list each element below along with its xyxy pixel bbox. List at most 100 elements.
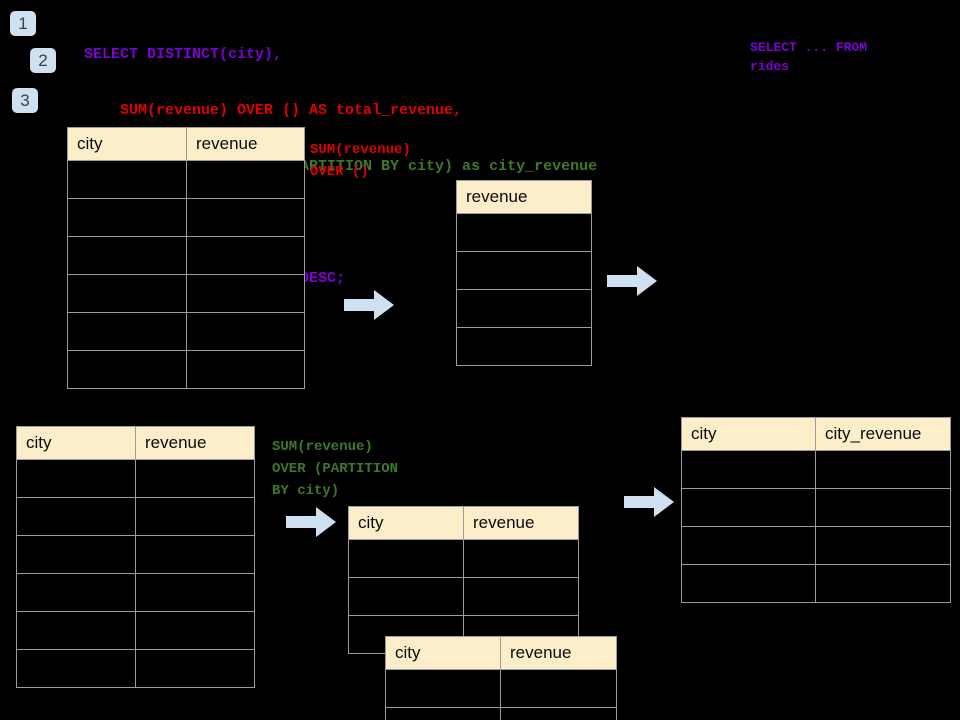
table-row [385,669,617,708]
table-body [67,160,305,389]
rides-source-table: city revenue [67,127,305,389]
table-cell [16,611,136,650]
table-row [456,327,592,366]
arrow-partition-to-result [624,487,674,517]
table-header-row: city revenue [385,636,617,670]
table-row [16,459,255,498]
annotation-select-from: SELECT ... FROM rides [750,40,868,74]
table-cell [67,198,187,237]
table-row [67,198,305,237]
sql-line-select: SELECT DISTINCT(city), [84,46,283,63]
table-cell [16,459,136,498]
table-cell [16,535,136,574]
table-row [16,611,255,650]
table-cell [681,488,816,527]
final-result-table: city city_revenue [681,417,951,603]
table-cell [456,251,592,290]
table-cell [456,327,592,366]
table-cell [500,669,617,708]
table-row [16,497,255,536]
table-row [681,488,951,527]
table-cell [681,564,816,603]
step-badge-1: 1 [10,11,36,36]
table-body [681,450,951,603]
table-cell [135,459,255,498]
column-header-revenue: revenue [456,180,592,214]
partition-group-table-a: city revenue [348,506,579,654]
table-row [456,213,592,252]
table-cell [16,649,136,688]
table-row [348,577,579,616]
arrow-source-to-partition [286,507,336,537]
table-cell [186,236,305,275]
column-header-city-revenue: city_revenue [815,417,951,451]
table-cell [135,649,255,688]
table-cell [16,573,136,612]
table-header-row: city revenue [348,506,579,540]
table-row [681,564,951,603]
table-row [67,160,305,199]
table-cell [186,274,305,313]
table-cell [385,707,501,720]
table-cell [67,312,187,351]
column-header-city: city [385,636,501,670]
table-row [67,274,305,313]
column-header-revenue: revenue [463,506,579,540]
table-row [16,535,255,574]
table-cell [463,539,579,578]
table-header-row: city city_revenue [681,417,951,451]
table-row [456,289,592,328]
table-cell [500,707,617,720]
table-row [67,236,305,275]
table-cell [135,611,255,650]
table-cell [186,312,305,351]
column-header-city: city [681,417,816,451]
table-row [67,312,305,351]
table-cell [463,577,579,616]
table-cell [815,488,951,527]
table-cell [456,213,592,252]
table-cell [67,160,187,199]
table-cell [67,236,187,275]
table-cell [348,577,464,616]
column-header-city: city [67,127,187,161]
table-cell [681,450,816,489]
table-row [681,526,951,565]
rides-source-table-partitioned: city revenue [16,426,255,688]
step-badge-3: 3 [12,88,38,113]
annotation-over-partition: SUM(revenue) OVER (PARTITION BY city) [272,439,399,499]
table-cell [456,289,592,328]
column-header-city: city [16,426,136,460]
table-cell [135,497,255,536]
annotation-over-empty: SUM(revenue) OVER () [310,142,411,180]
table-cell [16,497,136,536]
table-cell [67,274,187,313]
table-cell [681,526,816,565]
partition-group-table-b: city revenue [385,636,617,720]
column-header-city: city [348,506,464,540]
sql-line-total-revenue: SUM(revenue) OVER () AS total_revenue, [84,102,463,119]
table-cell [135,573,255,612]
table-body [456,213,592,366]
table-cell [186,198,305,237]
table-cell [348,539,464,578]
arrow-total-to-result [607,266,657,296]
column-header-revenue: revenue [500,636,617,670]
table-row [681,450,951,489]
table-cell [815,450,951,489]
table-body [16,459,255,688]
table-header-row: city revenue [16,426,255,460]
table-cell [67,350,187,389]
table-header-row: revenue [456,180,592,214]
column-header-revenue: revenue [135,426,255,460]
table-row [348,539,579,578]
arrow-source-to-total [344,290,394,320]
table-header-row: city revenue [67,127,305,161]
table-cell [186,350,305,389]
table-cell [135,535,255,574]
step-badge-2: 2 [30,48,56,73]
table-body [348,539,579,654]
table-row [16,573,255,612]
table-row [16,649,255,688]
